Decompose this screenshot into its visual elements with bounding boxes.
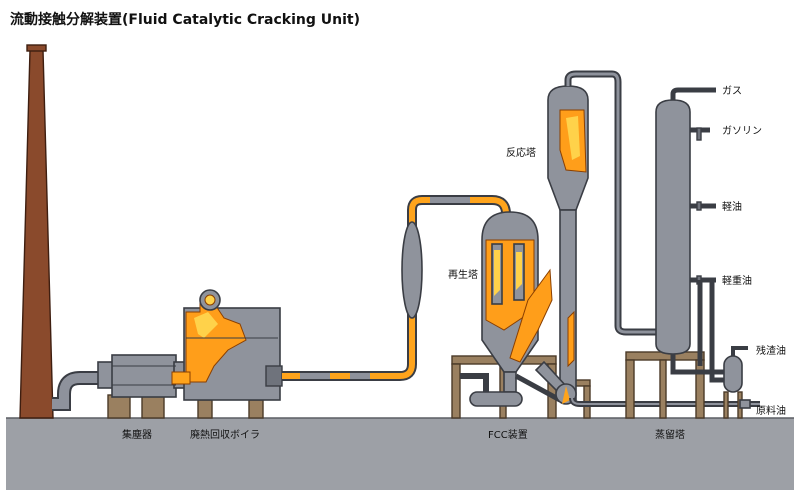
label-fcc-unit: FCC装置 <box>488 428 528 441</box>
feed-oil-line <box>569 397 760 407</box>
label-reactor: 反応塔 <box>506 146 536 159</box>
flue-gas-line <box>282 195 511 381</box>
distillation-support-frame <box>625 351 705 419</box>
label-feed-oil: 原料油 <box>756 404 786 417</box>
distillation-tower <box>655 87 740 383</box>
residual-oil-drum <box>723 346 751 419</box>
flue-duct <box>52 371 100 411</box>
ground <box>6 418 794 490</box>
reactor <box>509 85 589 405</box>
dust-collector <box>97 354 189 419</box>
label-regenerator: 再生塔 <box>448 268 478 281</box>
label-gas: ガス <box>722 85 742 97</box>
label-light-oil: 軽油 <box>722 200 742 213</box>
label-dust-collector: 集塵器 <box>122 428 152 441</box>
chimney <box>19 44 54 419</box>
label-gasoline: ガソリン <box>722 125 762 137</box>
label-distillation-tower: 蒸留塔 <box>655 428 685 441</box>
label-waste-heat-boiler: 廃熱回収ボイラ <box>190 428 260 441</box>
diagram-title: 流動接触分解装置(Fluid Catalytic Cracking Unit) <box>10 11 360 28</box>
waste-heat-boiler <box>171 289 283 419</box>
label-light-heavy-oil: 軽重油 <box>722 274 752 287</box>
label-residual-oil: 残渣油 <box>756 344 786 357</box>
vapor-line <box>564 70 656 336</box>
